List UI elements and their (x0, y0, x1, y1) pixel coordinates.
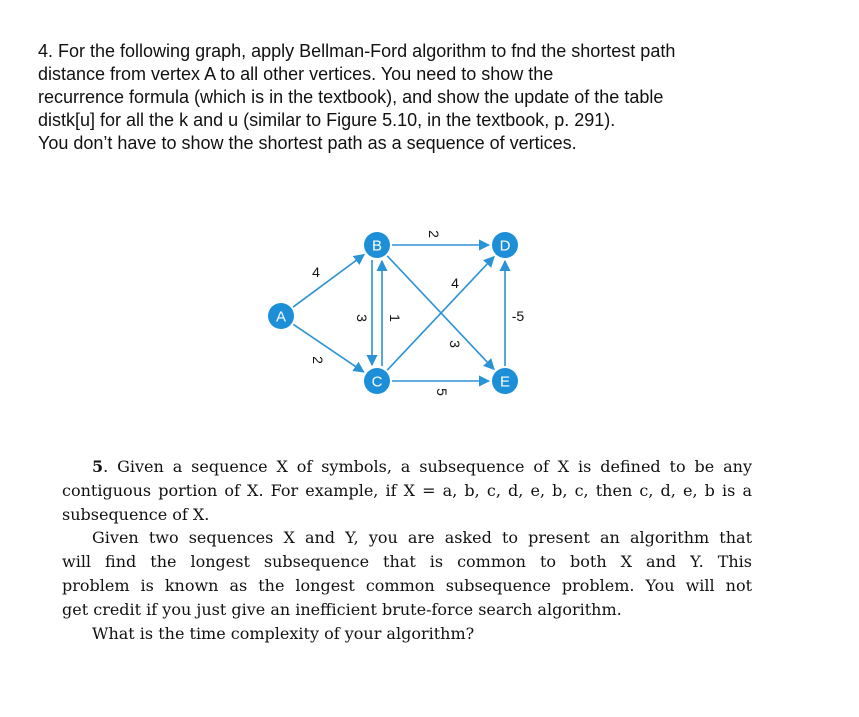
vertex-c (364, 368, 390, 394)
question-5-line: will find the longest subsequence that i… (62, 552, 752, 572)
edge-a-to-c (292, 323, 365, 373)
edge-weight-b-e: 3 (447, 340, 463, 348)
vertex-a (268, 303, 294, 329)
vertex-e (492, 368, 518, 394)
question-5-line: 5. Given a sequence X of symbols, a subs… (92, 457, 752, 476)
graph-edge-weights: 4 2 2 3 1 4 3 5 -5 (310, 230, 524, 396)
edge-weight-b-c: 3 (354, 314, 370, 322)
question-5-line: contiguous portion of X. For example, if… (62, 480, 752, 500)
question-4-line: distance from vertex A to all other vert… (38, 64, 554, 84)
edge-b-to-e (386, 255, 495, 371)
question-4-line: distk[u] for all the k and u (similar to… (38, 110, 616, 130)
question-5-line: subsequence of X. (62, 504, 210, 524)
edge-weight-c-b: 1 (387, 314, 403, 322)
vertex-b (364, 232, 390, 258)
edge-weight-e-d: -5 (512, 308, 525, 324)
question-5-line: What is the time complexity of your algo… (92, 623, 475, 643)
edge-weight-a-b: 4 (312, 264, 320, 280)
vertex-label-e: E (500, 374, 510, 391)
question-5-line: Given two sequences X and Y, you are ask… (92, 528, 752, 548)
question-4: 4. For the following graph, apply Bellma… (38, 40, 828, 155)
vertex-label-a: A (276, 309, 286, 326)
edge-weight-c-e: 5 (434, 388, 450, 396)
edge-weight-b-d: 2 (426, 230, 442, 238)
vertex-d (492, 232, 518, 258)
graph-edges (292, 239, 511, 387)
question-4-line: You don’t have to show the shortest path… (38, 133, 577, 153)
question-4-line: 4. For the following graph, apply Bellma… (38, 41, 676, 61)
vertex-label-b: B (372, 238, 382, 255)
vertex-label-c: C (372, 374, 383, 391)
question-5-number: 5 (92, 457, 104, 476)
edge-weight-c-d: 4 (451, 275, 459, 291)
weighted-graph: A B C D E 4 2 2 3 1 4 3 5 -5 (268, 230, 524, 396)
edge-a-to-b (292, 253, 366, 308)
question-5-line: get credit if you just give an inefficie… (62, 599, 622, 619)
vertex-label-d: D (500, 238, 511, 255)
question-4-line: recurrence formula (which is in the text… (38, 87, 664, 107)
question-5-line: problem is known as the longest common s… (62, 575, 752, 595)
edge-weight-a-c: 2 (310, 356, 326, 364)
graph-vertices: A B C D E (268, 232, 518, 394)
question-5: 5. Given a sequence X of symbols, a subs… (62, 455, 752, 645)
